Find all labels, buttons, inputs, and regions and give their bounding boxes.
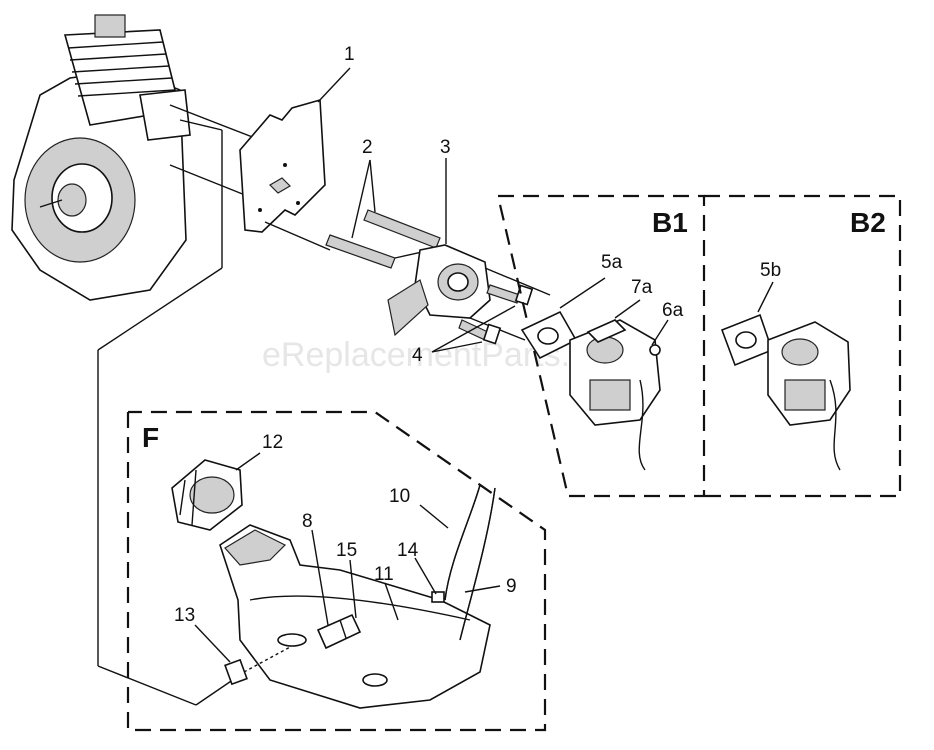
group-b1-label: B1 xyxy=(652,207,688,238)
fuel-tank-part-11 xyxy=(219,524,491,709)
label-9: 9 xyxy=(506,576,517,597)
fuel-lines-part-9-10 xyxy=(444,484,496,641)
label-6a: 6a xyxy=(662,300,684,321)
label-10: 10 xyxy=(389,486,410,507)
label-13: 13 xyxy=(174,605,195,626)
group-b1-border xyxy=(496,194,706,498)
group-b2-label: B2 xyxy=(850,207,886,238)
fuel-cap-part-12 xyxy=(171,459,243,531)
grommet-part-13 xyxy=(224,658,248,686)
label-5b: 5b xyxy=(760,260,781,281)
label-1: 1 xyxy=(344,44,355,65)
label-3: 3 xyxy=(440,137,451,158)
insulator-part-3 xyxy=(387,244,491,337)
label-11: 11 xyxy=(374,564,394,585)
label-7a: 7a xyxy=(631,277,653,298)
clip-part-14 xyxy=(431,591,445,603)
screws-part-4 xyxy=(458,284,534,345)
label-14: 14 xyxy=(397,540,419,561)
label-2: 2 xyxy=(362,137,373,158)
label-15: 15 xyxy=(336,540,357,561)
group-f-label: F xyxy=(142,422,159,453)
fuel-filter-part-8 xyxy=(316,613,362,650)
carburetor-b1 xyxy=(520,310,661,471)
group-f-border xyxy=(126,410,547,732)
carburetor-b2 xyxy=(720,313,851,471)
label-4: 4 xyxy=(412,345,423,366)
gasket-part-1 xyxy=(239,98,326,233)
engine-block xyxy=(11,14,191,301)
label-8: 8 xyxy=(302,511,313,532)
label-12: 12 xyxy=(262,432,283,453)
label-5a: 5a xyxy=(601,252,623,273)
